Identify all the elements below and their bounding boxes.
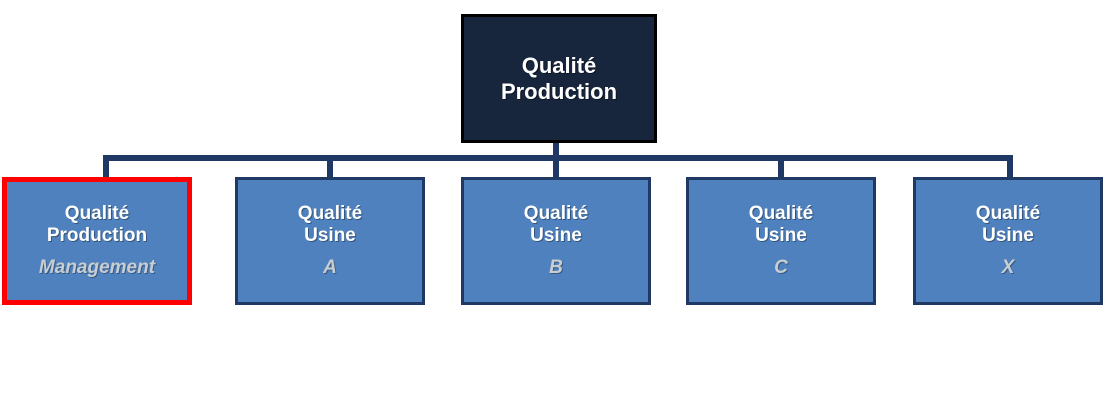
connector-drop-usine-b [553, 155, 559, 179]
node-suffix: A [323, 256, 337, 278]
node-line-2: Usine [304, 225, 356, 247]
node-line-1: Qualité [523, 202, 589, 224]
node-qualite-usine-b[interactable]: Qualité Usine B [461, 177, 651, 305]
node-suffix: Management [38, 256, 156, 278]
connector-root-stem [553, 142, 559, 161]
node-line-1: Qualité [297, 202, 363, 224]
node-qualite-production-management[interactable]: Qualité Production Management [2, 177, 192, 305]
node-root-qualite-production[interactable]: Qualité Production [461, 14, 657, 143]
node-line-2: Usine [755, 225, 807, 247]
node-line-2: Usine [530, 225, 582, 247]
node-suffix: B [549, 256, 563, 278]
connector-drop-usine-x [1007, 155, 1013, 179]
node-qualite-usine-a[interactable]: Qualité Usine A [235, 177, 425, 305]
node-line-1: Qualité [64, 202, 130, 224]
node-suffix: C [774, 256, 788, 278]
node-line-2: Usine [982, 225, 1034, 247]
node-line-1: Qualité [975, 202, 1041, 224]
connector-drop-usine-c [778, 155, 784, 179]
node-line-1: Qualité [748, 202, 814, 224]
node-qualite-usine-x[interactable]: Qualité Usine X [913, 177, 1103, 305]
connector-drop-usine-a [327, 155, 333, 179]
connector-drop-management [103, 155, 109, 179]
node-line-2: Production [500, 78, 618, 104]
node-suffix: X [1001, 256, 1015, 278]
node-line-1: Qualité [521, 52, 597, 78]
node-qualite-usine-c[interactable]: Qualité Usine C [686, 177, 876, 305]
node-line-2: Production [46, 225, 148, 247]
